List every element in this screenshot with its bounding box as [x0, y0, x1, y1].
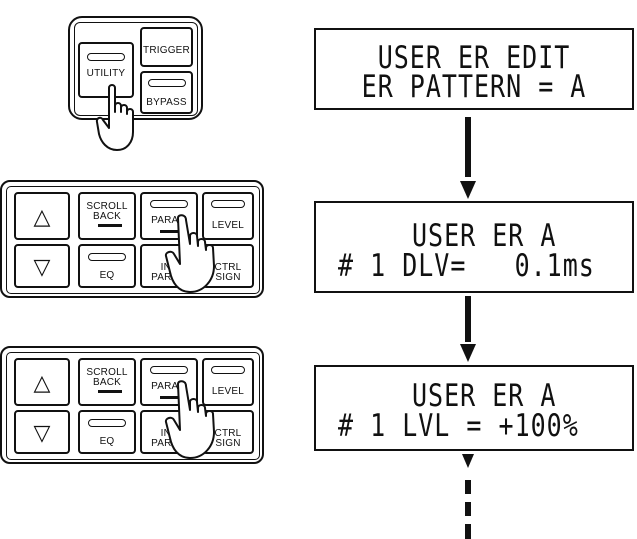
eq-label: EQ [99, 270, 115, 281]
level-button[interactable]: LEVEL [202, 192, 254, 240]
lcd-screen-1: USER ER EDIT ER PATTERN = A [314, 28, 634, 110]
param-arrow-icon [160, 396, 184, 399]
down-arrow-button[interactable]: ▽ [14, 244, 70, 288]
ctrl-sign-label: CTRL SIGN [214, 262, 242, 283]
trigger-button[interactable]: TRIGGER [140, 27, 193, 67]
scroll-back-arrow-icon [98, 224, 122, 227]
scroll-back-arrow-icon [98, 390, 122, 393]
flow-arrow [460, 296, 476, 362]
button-grid-inner-1 [6, 186, 260, 294]
param-arrow-icon [160, 230, 184, 233]
up-arrow-button[interactable]: △ [14, 192, 70, 240]
utility-panel-inner [74, 22, 198, 116]
lcd-line-1: USER ER EDIT [377, 39, 571, 76]
button-grid-inner-2 [6, 352, 260, 460]
param-label: PARAM [151, 381, 187, 392]
trigger-label: TRIGGER [143, 45, 190, 56]
pressing-hand-icon [95, 84, 134, 151]
down-triangle-icon: ▽ [33, 420, 51, 445]
eq-label: EQ [99, 436, 115, 447]
bypass-led [147, 79, 186, 87]
level-button[interactable]: LEVEL [202, 358, 254, 406]
up-triangle-icon: △ [33, 370, 51, 395]
utility-label: UTILITY [86, 68, 126, 79]
ctrl-sign-label: CTRL SIGN [214, 428, 242, 449]
lcd-line-2: ER PATTERN = A [361, 68, 587, 105]
eq-button[interactable]: EQ [78, 410, 136, 454]
pressing-hand-icon [164, 214, 215, 293]
level-label: LEVEL [211, 220, 245, 231]
down-triangle-icon: ▽ [33, 254, 51, 279]
up-triangle-icon: △ [33, 204, 51, 229]
down-arrow-button[interactable]: ▽ [14, 410, 70, 454]
scroll-back-label: SCROLL BACK [86, 201, 128, 222]
utility-led [87, 53, 125, 61]
lcd-line-1: USER ER A [412, 217, 557, 254]
level-led [211, 366, 245, 374]
eq-button[interactable]: EQ [78, 244, 136, 288]
scroll-back-label: SCROLL BACK [86, 367, 128, 388]
param-led [150, 200, 188, 208]
scroll-back-button[interactable]: SCROLL BACK [78, 192, 136, 240]
lcd-line-1: USER ER A [412, 377, 557, 414]
eq-led [88, 253, 126, 261]
param-led [150, 366, 188, 374]
up-arrow-button[interactable]: △ [14, 358, 70, 406]
flow-arrow [460, 117, 476, 199]
dashed-flow-arrow [462, 454, 474, 539]
pressing-hand-icon [164, 380, 215, 459]
lcd-line-2: # 1 LVL = +100% [338, 407, 579, 444]
eq-led [88, 419, 126, 427]
lcd-line-2: # 1 DLV= 0.1ms [338, 247, 595, 284]
lcd-screen-3: USER ER A # 1 LVL = +100% [314, 365, 634, 451]
level-led [211, 200, 245, 208]
bypass-button[interactable]: BYPASS [140, 71, 193, 114]
utility-button[interactable]: UTILITY [78, 42, 134, 98]
level-label: LEVEL [211, 386, 245, 397]
bypass-label: BYPASS [146, 97, 187, 108]
scroll-back-button[interactable]: SCROLL BACK [78, 358, 136, 406]
lcd-screen-2: USER ER A # 1 DLV= 0.1ms [314, 201, 634, 293]
param-label: PARAM [151, 215, 187, 226]
